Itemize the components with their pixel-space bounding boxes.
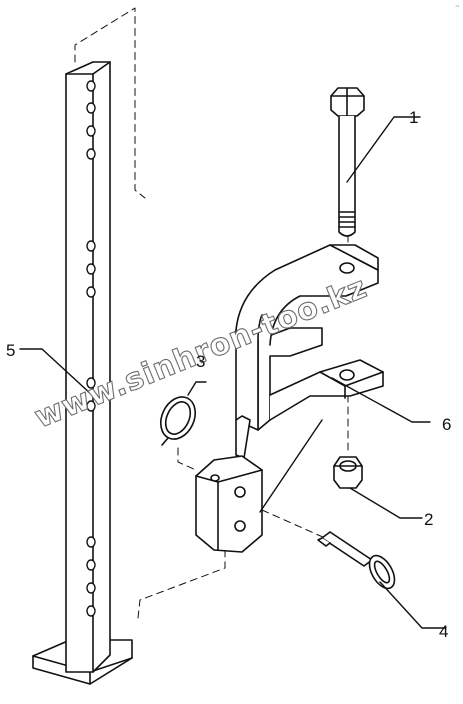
pin-part-4 (317, 531, 396, 590)
callout-3: 3 (196, 352, 205, 371)
callout-5: 5 (6, 341, 15, 360)
nut-part-2 (333, 456, 363, 489)
post-holes (86, 80, 96, 617)
callout-1: 1 (409, 108, 418, 127)
post-part-5 (32, 61, 133, 685)
callout-4: 4 (439, 622, 448, 641)
leader-lines (19, 116, 447, 629)
bolt-part-1 (330, 87, 365, 237)
corner-mark: ~ (455, 3, 460, 10)
callout-6: 6 (442, 415, 451, 434)
clamp-block (195, 415, 263, 553)
callout-2: 2 (424, 510, 433, 529)
ring-clip-part-3 (159, 396, 197, 446)
bracket-part-6 (235, 244, 384, 431)
